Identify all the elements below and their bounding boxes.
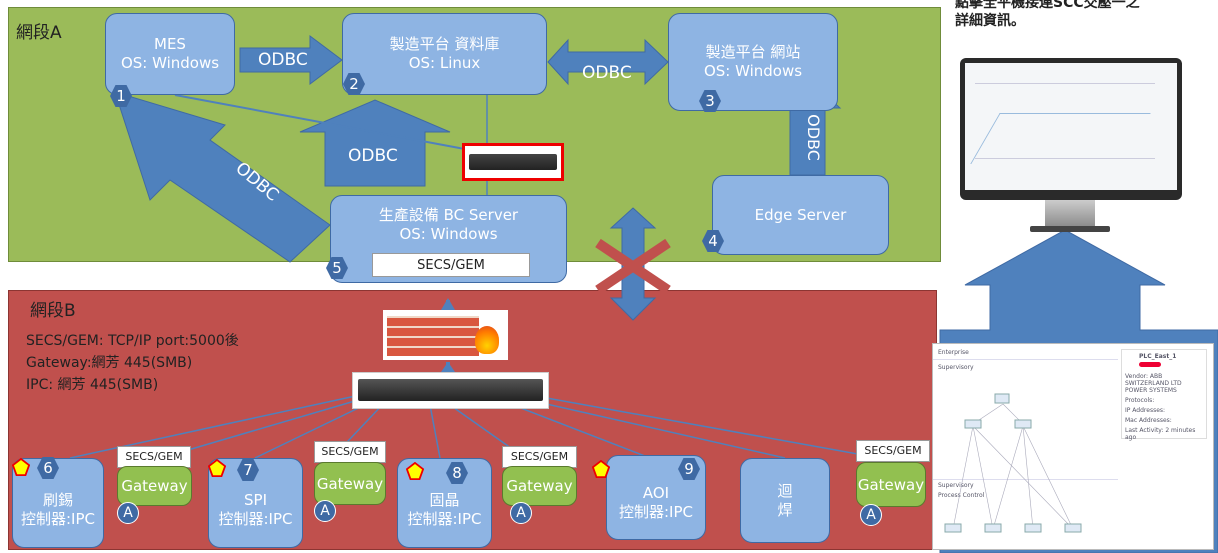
monitor-stand (1045, 200, 1095, 228)
ipc-7-badge: 7 (237, 459, 259, 481)
gateway-1[interactable]: Gateway (117, 466, 192, 506)
segment-b-note-3: IPC: 網芳 445(SMB) (26, 377, 159, 393)
odbc-label-edge: ODBC (803, 114, 823, 161)
web-node[interactable]: 製造平台 網站 OS: Windows (668, 13, 838, 111)
bc-secs-tag: SECS/GEM (372, 253, 530, 277)
bc-os: OS: Windows (399, 225, 498, 243)
ipc-9-badge: 9 (678, 458, 700, 480)
odbc-arrow-up-to-db (299, 99, 451, 187)
plc-title: PLC_East_1 (1139, 353, 1177, 360)
segment-b-note-1: SECS/GEM: TCP/IP port:5000後 (26, 333, 239, 349)
odbc-arrow-bc-to-mes (114, 91, 331, 263)
plc-last-activity: Last Activity: 2 minutes ago (1125, 427, 1196, 441)
gateway-3-tag: SECS/GEM (502, 446, 577, 468)
gateway-1-tag: SECS/GEM (117, 446, 191, 468)
mes-os: OS: Windows (120, 54, 220, 72)
web-number-badge: 3 (699, 90, 721, 112)
mes-node[interactable]: MES OS: Windows (105, 13, 235, 95)
ipc-die-bond[interactable]: 固晶控制器:IPC (397, 458, 492, 548)
plc-protocols: Protocols: (1125, 397, 1155, 404)
panel-supervisory-label-2: Supervisory (938, 482, 974, 489)
gateway-4-badge: A (860, 504, 882, 526)
blocked-x-2 (595, 238, 671, 295)
mes-title: MES (154, 35, 186, 53)
edge-server-node[interactable]: Edge Server (712, 175, 889, 255)
switch-b-icon (352, 372, 549, 409)
gateway-3-badge: A (510, 502, 532, 524)
panel-supervisory-label: Supervisory (938, 364, 974, 371)
bc-number-badge: 5 (326, 257, 348, 279)
edge-number-badge: 4 (702, 230, 724, 252)
edge-title: Edge Server (754, 205, 847, 224)
odbc-label-db-web: ODBC (582, 63, 632, 83)
gateway-2-badge: A (314, 500, 336, 522)
panel-enterprise-label: Enterprise (938, 349, 969, 356)
plc-ip: IP Addresses: (1125, 407, 1166, 414)
gateway-2[interactable]: Gateway (314, 462, 386, 505)
switch-a-icon (462, 143, 564, 181)
db-node[interactable]: 製造平台 資料庫 OS: Linux (342, 13, 547, 95)
bc-title: 生產設備 BC Server (378, 206, 519, 224)
plc-vendor: Vendor: ABB SWITZERLAND LTD POWER SYSTEM… (1125, 373, 1182, 394)
odbc-label-mes-db: ODBC (258, 50, 308, 70)
web-title: 製造平台 網站 (705, 43, 801, 61)
warning-pentagon-icon (406, 462, 424, 480)
monitor-base (1030, 226, 1110, 232)
odbc-label-up: ODBC (348, 146, 398, 166)
gateway-4[interactable]: Gateway (856, 462, 926, 507)
plc-detail-card: PLC_East_1 Vendor: ABB SWITZERLAND LTD P… (1121, 349, 1207, 441)
ipc-6-badge: 6 (37, 457, 59, 479)
segment-b-note-2: Gateway:網芳 445(SMB) (26, 355, 193, 371)
panel-process-control-label: Process Control (938, 492, 985, 499)
warning-pentagon-icon (12, 458, 30, 476)
plc-mac: Mac Addresses: (1125, 417, 1172, 424)
header-note-line2: 詳細資訊。 (955, 13, 1025, 29)
segment-b-label: 網段B (30, 301, 76, 321)
network-detail-panel[interactable]: Enterprise Supervisory Supervisory Proce… (932, 343, 1214, 550)
web-os: OS: Windows (703, 62, 803, 80)
firewall-icon (383, 310, 508, 360)
ipc-solder-print[interactable]: 刷錫控制器:IPC (12, 458, 104, 548)
segment-a-label: 網段A (16, 23, 62, 43)
ipc-8-badge: 8 (446, 462, 468, 484)
odbc-arrow-mes-to-db (239, 35, 343, 85)
gateway-2-tag: SECS/GEM (314, 441, 386, 463)
warning-pentagon-icon (208, 459, 226, 477)
db-title: 製造平台 資料庫 (389, 35, 500, 53)
gateway-4-tag: SECS/GEM (856, 440, 930, 462)
ipc-reflow[interactable]: 迴焊 (740, 458, 830, 543)
db-os: OS: Linux (408, 54, 481, 72)
monitor-icon (960, 58, 1182, 200)
warning-pentagon-icon (592, 460, 610, 478)
header-note-line1: 點擊全平機接連SCC交壓一之 (955, 0, 1140, 11)
gateway-3[interactable]: Gateway (502, 466, 577, 506)
db-number-badge: 2 (343, 73, 365, 95)
gateway-1-badge: A (117, 502, 139, 524)
mes-number-badge: 1 (110, 85, 132, 107)
